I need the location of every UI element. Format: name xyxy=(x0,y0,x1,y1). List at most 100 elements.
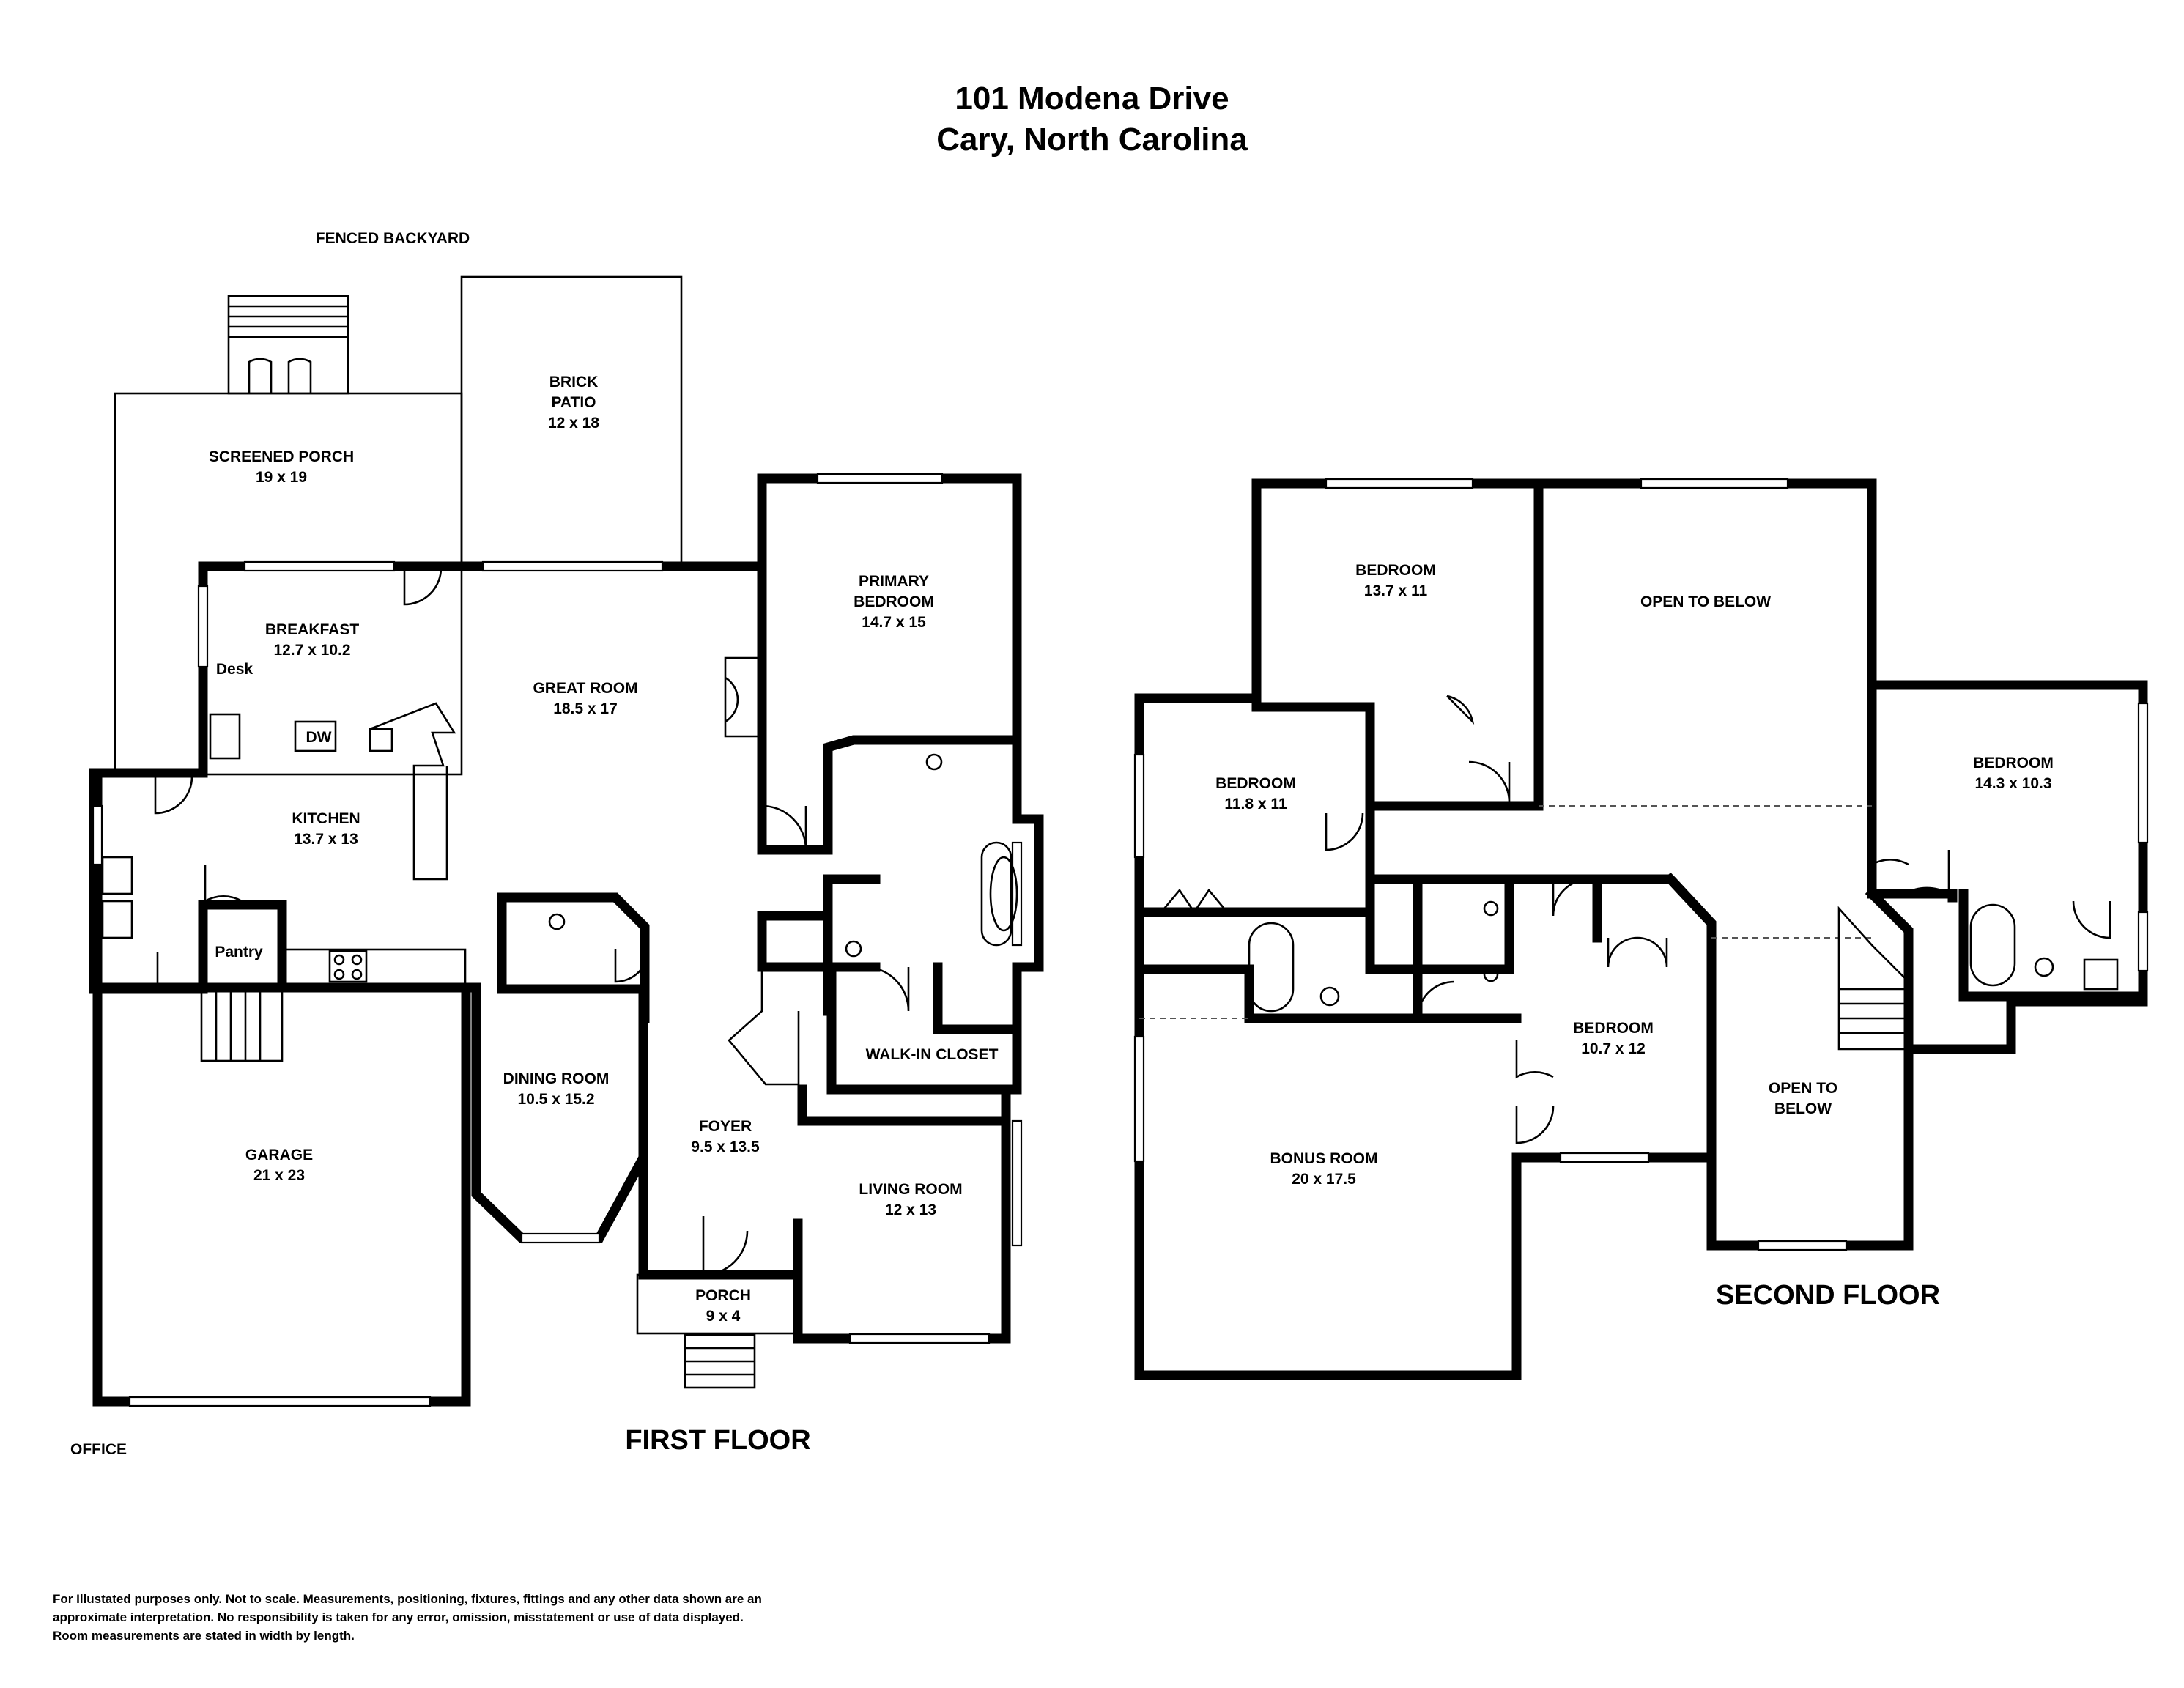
door-swing xyxy=(614,948,650,983)
closet-doors xyxy=(1607,936,1668,968)
room-name: GARAGE xyxy=(245,1147,313,1163)
city-line: Cary, North Carolina xyxy=(936,122,1248,158)
window xyxy=(2137,911,2149,972)
window xyxy=(481,560,664,572)
window xyxy=(1559,1152,1650,1163)
toilet-icon xyxy=(845,940,862,958)
powder-room-wall xyxy=(497,892,648,994)
door-swing xyxy=(1552,878,1591,917)
room-dims: 21 x 23 xyxy=(253,1167,305,1184)
door-swing xyxy=(403,567,443,606)
sink-icon xyxy=(1483,966,1499,982)
second-floor-label: SECOND FLOOR xyxy=(1716,1280,1940,1311)
room-name: GREAT ROOM xyxy=(533,680,637,697)
room-name: PATIO xyxy=(551,394,596,411)
room-name: DINING ROOM xyxy=(503,1070,610,1087)
room-dims: 19 x 19 xyxy=(256,469,307,486)
room-kitchen: KITCHEN 13.7 x 13 xyxy=(292,810,360,848)
desk xyxy=(209,713,241,760)
door-swing xyxy=(204,865,243,903)
room-dims: 14.7 x 15 xyxy=(862,614,926,631)
fireplace xyxy=(724,656,762,738)
toilet-icon xyxy=(548,913,566,930)
window xyxy=(520,1232,601,1244)
window xyxy=(1011,1119,1023,1247)
door-swing xyxy=(761,804,807,851)
room-dims: 10.5 x 15.2 xyxy=(517,1091,594,1108)
first-floor-label: FIRST FLOOR xyxy=(625,1425,810,1456)
room-open-to-below-b: OPEN TO BELOW xyxy=(1769,1080,1837,1117)
door-swing xyxy=(156,952,195,991)
room-brick-patio: BRICK PATIO 12 x 18 xyxy=(548,374,599,432)
closet-wall xyxy=(1592,872,1717,980)
room-dims: 14.3 x 10.3 xyxy=(1974,775,2051,792)
disclaimer-line: Room measurements are stated in width by… xyxy=(53,1629,355,1643)
room-name: BEDROOM xyxy=(1573,1020,1654,1037)
dishwasher xyxy=(294,720,337,752)
room-open-to-below-a: OPEN TO BELOW xyxy=(1640,593,1771,610)
room-name: PRIMARY xyxy=(859,573,929,590)
room-name: BRICK xyxy=(549,374,599,390)
room-name: BEDROOM xyxy=(1355,562,1436,579)
door-swing xyxy=(2072,900,2111,939)
bathtub xyxy=(980,841,1013,947)
room-foyer: FOYER 9.5 x 13.5 xyxy=(691,1118,760,1155)
door-swing xyxy=(1904,850,1950,896)
desk-label: Desk xyxy=(216,661,253,678)
room-name: BEDROOM xyxy=(1973,755,2054,771)
room-bedroom-c: BEDROOM 14.3 x 10.3 xyxy=(1973,755,2054,792)
fenced-backyard-label: FENCED BACKYARD xyxy=(316,230,470,247)
toilet-icon xyxy=(1319,986,1340,1007)
room-dims: 13.7 x 13 xyxy=(294,831,358,848)
window xyxy=(2137,702,2149,844)
shower-wall xyxy=(933,962,1022,1034)
second-floor-exterior-wall xyxy=(1134,478,2148,1380)
sink-icon xyxy=(369,728,393,752)
pantry-label: Pantry xyxy=(215,944,263,960)
bath-wall xyxy=(1958,889,2148,1002)
room-great-room: GREAT ROOM 18.5 x 17 xyxy=(533,680,637,717)
dw-label: DW xyxy=(306,729,332,746)
wc-wall xyxy=(823,874,881,972)
laundry-wall xyxy=(92,768,208,994)
room-dims: 11.8 x 11 xyxy=(1224,796,1287,812)
room-screened-porch: SCREENED PORCH 19 x 19 xyxy=(209,448,354,486)
window xyxy=(1640,478,1789,489)
closet-doors xyxy=(1161,888,1228,913)
primary-bath-wall xyxy=(823,735,1022,855)
room-dims: 9 x 4 xyxy=(706,1308,741,1325)
breakfast-west-wall xyxy=(89,561,208,994)
disclaimer-line: approximate interpretation. No responsib… xyxy=(53,1610,744,1624)
room-bedroom-d: BEDROOM 10.7 x 12 xyxy=(1573,1020,1654,1057)
window xyxy=(1757,1240,1848,1251)
window xyxy=(92,804,103,866)
second-floor-plan xyxy=(1133,478,2149,1380)
window xyxy=(816,473,944,484)
room-bonus-room: BONUS ROOM 20 x 17.5 xyxy=(1270,1150,1378,1188)
front-steps xyxy=(684,1333,756,1389)
room-name: BEDROOM xyxy=(1215,775,1296,792)
room-dims: 20 x 17.5 xyxy=(1292,1171,1356,1188)
hall-wall xyxy=(1365,845,1514,917)
window xyxy=(1133,1035,1145,1163)
address-line: 101 Modena Drive xyxy=(955,81,1229,116)
walk-in-closet-label: WALK-IN CLOSET xyxy=(866,1046,999,1063)
kitchen-island xyxy=(369,702,456,881)
closet-wall xyxy=(1365,702,1544,811)
front-porch xyxy=(636,1273,796,1335)
room-dims: 13.7 x 11 xyxy=(1364,582,1428,599)
bathtub xyxy=(1248,922,1295,1013)
washer-dryer xyxy=(101,856,133,939)
powder-room-wall-2 xyxy=(497,892,650,1023)
stair-closet-wall xyxy=(757,911,833,972)
living-room-north-wall xyxy=(797,1084,1011,1126)
closet-doors xyxy=(1515,1040,1555,1144)
window xyxy=(197,585,209,668)
room-name: OPEN TO BELOW xyxy=(1640,593,1771,610)
room-dims: 12.7 x 10.2 xyxy=(273,642,350,659)
room-dims: 18.5 x 17 xyxy=(553,700,618,717)
room-name: KITCHEN xyxy=(292,810,360,827)
window xyxy=(848,1333,991,1344)
room-breakfast: BREAKFAST 12.7 x 10.2 xyxy=(265,621,360,659)
